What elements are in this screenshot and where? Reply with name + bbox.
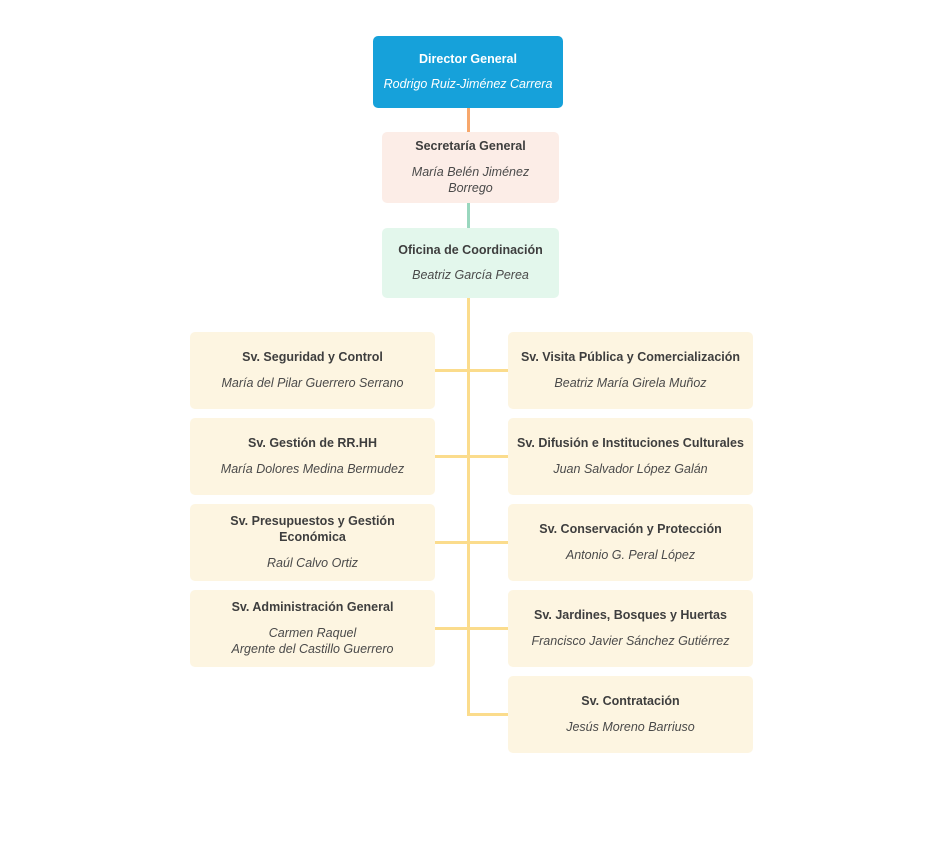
org-node-contratacion[interactable]: Sv. Contratación Jesús Moreno Barriuso xyxy=(508,676,753,753)
node-person-name: Raúl Calvo Ortiz xyxy=(267,555,358,570)
connector-director-secretaria xyxy=(467,108,470,132)
org-node-secretaria-general[interactable]: Secretaría General María Belén Jiménez B… xyxy=(382,132,559,203)
node-person-name: Beatriz María Girela Muñoz xyxy=(554,375,707,390)
org-node-difusion-instituciones-culturales[interactable]: Sv. Difusión e Instituciones Culturales … xyxy=(508,418,753,495)
node-person-name: Francisco Javier Sánchez Gutiérrez xyxy=(531,633,730,648)
org-node-administracion-general[interactable]: Sv. Administración General Carmen Raquel… xyxy=(190,590,435,667)
org-node-conservacion-proteccion[interactable]: Sv. Conservación y Protección Antonio G.… xyxy=(508,504,753,581)
node-title: Sv. Conservación y Protección xyxy=(539,522,722,537)
connector-spine xyxy=(467,298,470,716)
node-person-name: Beatriz García Perea xyxy=(412,268,529,283)
node-title: Sv. Visita Pública y Comercialización xyxy=(520,350,741,365)
connector-branch-row1 xyxy=(435,369,508,372)
org-node-presupuestos-gestion-economica[interactable]: Sv. Presupuestos y Gestión Económica Raú… xyxy=(190,504,435,581)
node-person-name: Antonio G. Peral López xyxy=(565,547,696,562)
node-title: Sv. Jardines, Bosques y Huertas xyxy=(534,608,727,623)
connector-branch-row5 xyxy=(468,713,508,716)
org-node-seguridad-control[interactable]: Sv. Seguridad y Control María del Pilar … xyxy=(190,332,435,409)
node-person-name: María Dolores Medina Bermudez xyxy=(220,461,405,476)
org-node-visita-publica-comercializacion[interactable]: Sv. Visita Pública y Comercialización Be… xyxy=(508,332,753,409)
node-title: Oficina de Coordinación xyxy=(398,242,543,257)
node-title: Secretaría General xyxy=(415,138,526,153)
node-title: Sv. Difusión e Instituciones Culturales xyxy=(517,436,744,451)
connector-branch-row2 xyxy=(435,455,508,458)
node-person-name: Jesús Moreno Barriuso xyxy=(566,719,695,734)
org-node-oficina-coordinacion[interactable]: Oficina de Coordinación Beatriz García P… xyxy=(382,228,559,298)
node-person-name: María Belén Jiménez Borrego xyxy=(411,164,530,195)
connector-branch-row4 xyxy=(435,627,508,630)
node-title: Sv. Gestión de RR.HH xyxy=(248,436,377,451)
node-title: Sv. Administración General xyxy=(231,599,394,614)
node-person-name: Juan Salvador López Galán xyxy=(553,461,708,476)
node-title: Sv. Contratación xyxy=(581,694,680,709)
connector-branch-row3 xyxy=(435,541,508,544)
org-node-director-general[interactable]: Director General Rodrigo Ruiz-Jiménez Ca… xyxy=(373,36,563,108)
node-title: Sv. Seguridad y Control xyxy=(242,350,383,365)
node-person-name: Rodrigo Ruiz-Jiménez Carrera xyxy=(383,77,553,92)
connector-secretaria-oficina xyxy=(467,203,470,228)
org-node-jardines-bosques-huertas[interactable]: Sv. Jardines, Bosques y Huertas Francisc… xyxy=(508,590,753,667)
node-title: Sv. Presupuestos y Gestión Económica xyxy=(230,514,395,544)
org-node-gestion-rrhh[interactable]: Sv. Gestión de RR.HH María Dolores Medin… xyxy=(190,418,435,495)
node-person-name: María del Pilar Guerrero Serrano xyxy=(221,375,404,390)
node-person-name: Carmen Raquel Argente del Castillo Guerr… xyxy=(231,625,394,656)
node-title: Director General xyxy=(419,51,517,66)
